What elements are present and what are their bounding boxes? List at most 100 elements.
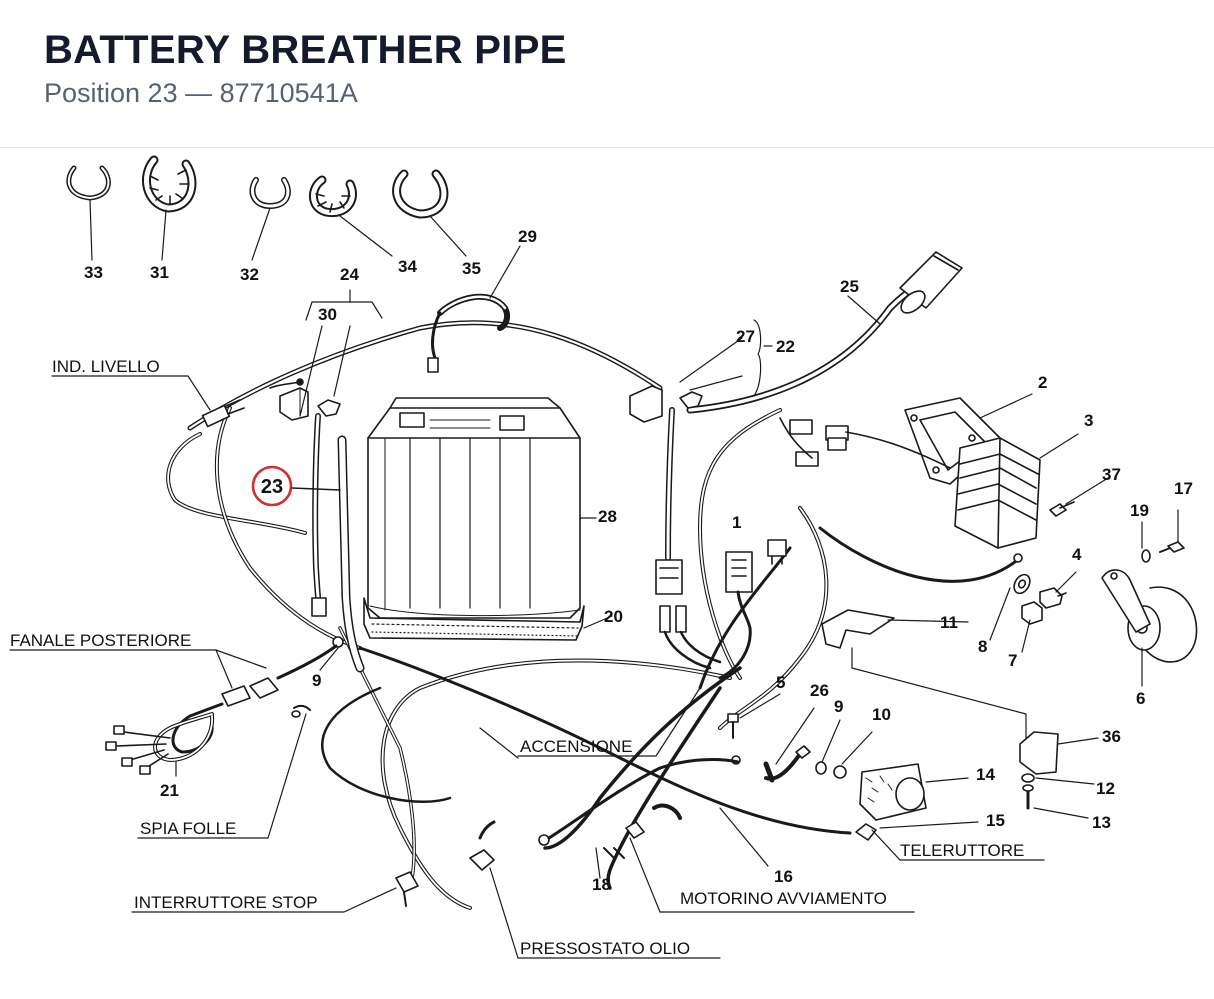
- callout-36: 36: [1102, 727, 1121, 746]
- highlight-23[interactable]: 23: [251, 465, 341, 507]
- clip-34[interactable]: [309, 175, 357, 218]
- callout-17: 17: [1174, 479, 1193, 498]
- label-fanale-posteriore: FANALE POSTERIORE: [10, 631, 191, 650]
- washer-8[interactable]: [1011, 572, 1033, 596]
- screw-13[interactable]: [1022, 784, 1034, 810]
- battery-28[interactable]: [367, 397, 581, 619]
- label-motorino-avviamento: MOTORINO AVVIAMENTO: [680, 889, 887, 908]
- label-teleruttore: TELERUTTORE: [900, 841, 1024, 860]
- washer-19[interactable]: [1141, 549, 1151, 563]
- oil-pressure-connector[interactable]: [469, 820, 496, 871]
- label-leaders: [9, 375, 1045, 959]
- callout-20: 20: [604, 607, 623, 626]
- callout-8: 8: [978, 637, 987, 656]
- page-title: BATTERY BREATHER PIPE: [44, 28, 567, 72]
- clip-33[interactable]: [66, 165, 111, 201]
- callout-18: 18: [592, 875, 611, 894]
- main-wiring-harness[interactable]: [166, 280, 1022, 910]
- terminal-cover-30[interactable]: [279, 387, 309, 421]
- nut-9[interactable]: [815, 761, 827, 775]
- washer-12[interactable]: [1021, 773, 1035, 783]
- clip-35[interactable]: [392, 169, 449, 219]
- callout-numbers: 33 31 32 34 35 29 24 30 25 27 22 2 3 37 …: [84, 227, 1193, 894]
- label-spia-folle: SPIA FOLLE: [140, 819, 236, 838]
- stop-switch-connector[interactable]: [395, 871, 419, 907]
- callout-15: 15: [986, 811, 1005, 830]
- tail-light-connector[interactable]: [171, 644, 338, 754]
- callout-2: 2: [1038, 373, 1047, 392]
- nut-7[interactable]: [1021, 601, 1043, 625]
- callout-10: 10: [872, 705, 891, 724]
- horn-bracket[interactable]: [1101, 569, 1151, 633]
- label-ind-livello: IND. LIVELLO: [52, 357, 160, 376]
- callout-22: 22: [776, 337, 795, 356]
- page-header: BATTERY BREATHER PIPE Position 23 — 8771…: [0, 0, 1214, 148]
- callout-14: 14: [976, 765, 995, 784]
- connector-ind-livello[interactable]: [201, 378, 304, 428]
- battery-cable-22[interactable]: [655, 391, 722, 670]
- callout-6: 6: [1136, 689, 1145, 708]
- bracket-11[interactable]: [821, 609, 895, 649]
- regulator-connectors[interactable]: [779, 417, 951, 469]
- starter-relay-14[interactable]: [859, 763, 927, 821]
- battery-cable-24[interactable]: [311, 399, 341, 617]
- callout-13: 13: [1092, 813, 1111, 832]
- fuse-holder[interactable]: [718, 551, 753, 680]
- callout-5: 5: [776, 673, 785, 692]
- callout-30: 30: [318, 305, 337, 324]
- callout-3: 3: [1084, 411, 1093, 430]
- screw-17[interactable]: [1159, 541, 1185, 553]
- clip-32[interactable]: [249, 177, 291, 209]
- callout-19: 19: [1130, 501, 1149, 520]
- callout-27: 27: [736, 327, 755, 346]
- leader-lines: [175, 245, 1179, 879]
- clip-9[interactable]: [332, 636, 344, 648]
- callout-28: 28: [598, 507, 617, 526]
- callout-12: 12: [1096, 779, 1115, 798]
- callout-9-right: 9: [834, 697, 843, 716]
- cable-26[interactable]: [763, 745, 811, 783]
- callout-9-left: 9: [312, 671, 321, 690]
- callout-35: 35: [462, 259, 481, 278]
- part-subtitle: Position 23 — 87710541A: [44, 78, 358, 108]
- callout-11: 11: [940, 613, 958, 632]
- bolt-4[interactable]: [1039, 587, 1067, 609]
- screw-5[interactable]: [727, 713, 739, 739]
- parts-diagram: 23 33 31 32 34 35 29 24 30 25 27 22 2 3 …: [0, 148, 1214, 994]
- callout-31: 31: [150, 263, 169, 282]
- relay-connector[interactable]: [855, 823, 877, 841]
- washer-10[interactable]: [833, 765, 847, 779]
- callout-16: 16: [774, 867, 793, 886]
- starter-motor-connector[interactable]: [603, 803, 682, 859]
- harness-21[interactable]: [105, 712, 215, 775]
- exploded-view-drawing: 23 33 31 32 34 35 29 24 30 25 27 22 2 3 …: [9, 155, 1198, 959]
- callout-7: 7: [1008, 651, 1017, 670]
- battery-pad-20[interactable]: [363, 597, 585, 641]
- callout-4: 4: [1072, 545, 1082, 564]
- terminal-cover-27[interactable]: [629, 385, 663, 423]
- fuse-1[interactable]: [767, 539, 787, 565]
- ring-terminal-18[interactable]: [538, 755, 741, 846]
- label-interruttore-stop: INTERRUTTORE STOP: [134, 893, 318, 912]
- callout-34: 34: [398, 257, 417, 276]
- label-accensione: ACCENSIONE: [520, 737, 632, 756]
- screw-37[interactable]: [1049, 501, 1075, 517]
- callout-32: 32: [240, 265, 259, 284]
- callout-29: 29: [518, 227, 537, 246]
- connector-29[interactable]: [427, 293, 511, 373]
- circuit-labels: IND. LIVELLO FANALE POSTERIORE SPIA FOLL…: [10, 357, 1024, 958]
- clip-31[interactable]: [142, 155, 197, 213]
- spia-folle-terminal[interactable]: [291, 704, 311, 718]
- callout-33: 33: [84, 263, 103, 282]
- callout-21: 21: [160, 781, 179, 800]
- label-pressostato-olio: PRESSOSTATO OLIO: [520, 939, 690, 958]
- breather-pipe-23[interactable]: [337, 435, 365, 673]
- callout-37: 37: [1102, 465, 1121, 484]
- bracket-36[interactable]: [851, 647, 1059, 775]
- sleeve-25[interactable]: [897, 251, 963, 317]
- voltage-regulator-3[interactable]: [954, 437, 1041, 549]
- callout-25: 25: [840, 277, 859, 296]
- callout-26: 26: [810, 681, 829, 700]
- callout-1: 1: [732, 513, 741, 532]
- callout-24: 24: [340, 265, 359, 284]
